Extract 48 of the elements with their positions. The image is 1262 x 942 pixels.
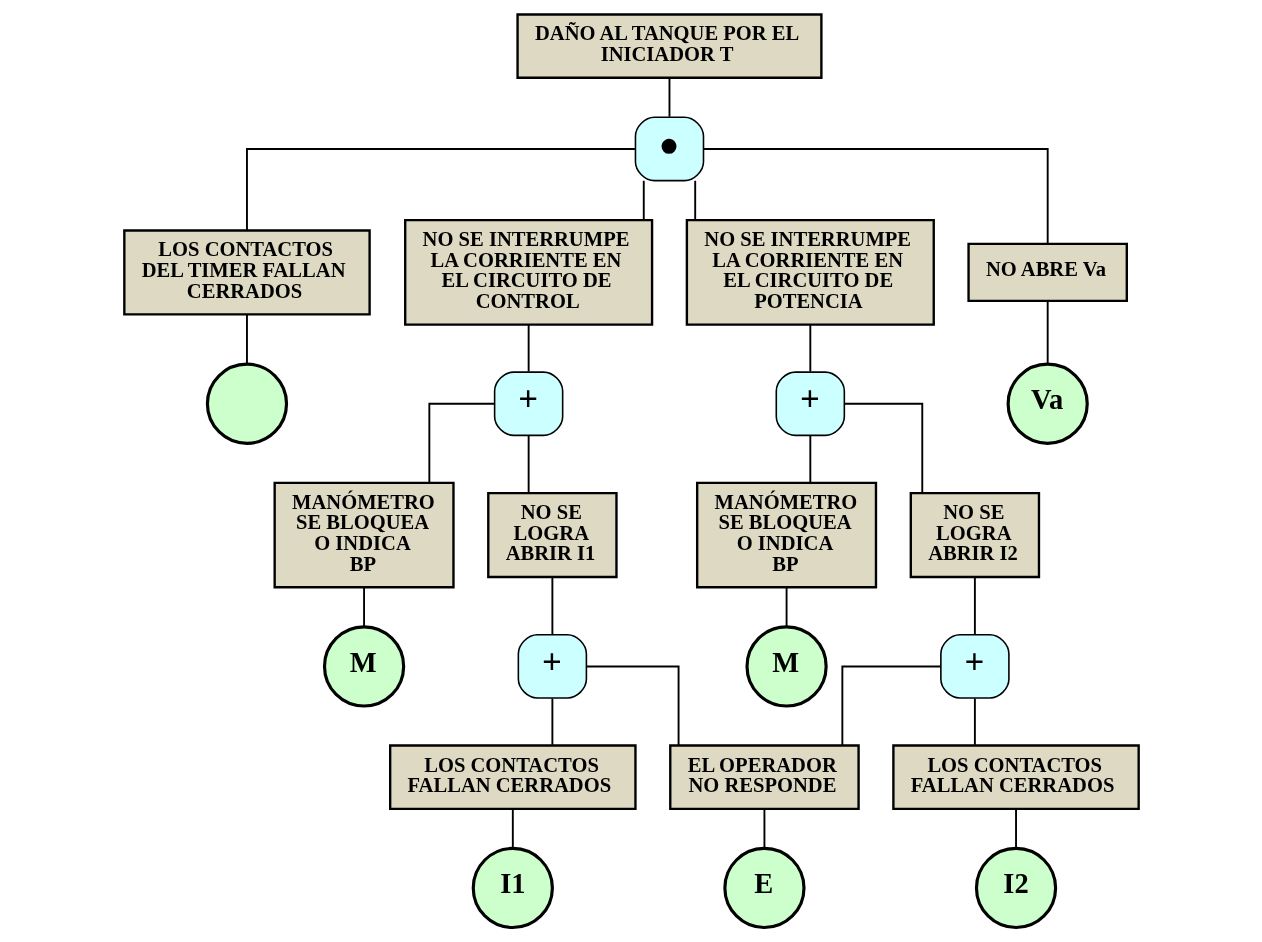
node-circle: Va xyxy=(1006,362,1089,445)
connector xyxy=(808,324,811,373)
connector xyxy=(585,665,680,747)
connector xyxy=(527,324,530,373)
node-box: + xyxy=(517,634,587,699)
connector xyxy=(840,665,942,747)
node-box: NO SE INTERRUMPE LA CORRIENTE EN EL CIRCUITO DE POTENCIA xyxy=(685,219,935,326)
node-box: DAÑO AL TANQUE POR EL INICIADOR T xyxy=(515,13,823,79)
node-box: LOS CONTACTOS FALLAN CERRADOS xyxy=(388,744,637,811)
connector xyxy=(1014,808,1017,850)
node-box: LOS CONTACTOS DEL TIMER FALLAN CERRADOS xyxy=(122,229,371,316)
node-box: NO ABRE Va xyxy=(966,242,1128,303)
connector xyxy=(550,576,553,636)
connector xyxy=(362,586,365,628)
node-box: NO SE LOGRA ABRIR I1 xyxy=(486,491,618,579)
connector xyxy=(702,148,1049,245)
node-circle xyxy=(205,362,288,445)
node-circle: M xyxy=(744,625,828,708)
connector xyxy=(785,586,788,628)
connector xyxy=(973,697,976,746)
connector xyxy=(427,402,495,484)
connector xyxy=(245,148,636,231)
node-box: + xyxy=(775,371,845,437)
connector xyxy=(527,434,530,494)
connector xyxy=(762,808,765,850)
connector xyxy=(511,808,514,850)
connector xyxy=(693,179,696,222)
connector xyxy=(245,313,248,365)
connector xyxy=(808,434,811,484)
node-box: + xyxy=(493,371,563,437)
node-circle: I2 xyxy=(974,846,1057,930)
node-circle: I1 xyxy=(471,846,554,930)
connector xyxy=(642,179,645,222)
node-box: MANÓMETRO SE BLOQUEA O INDICA BP xyxy=(695,481,877,589)
connector xyxy=(668,77,670,118)
node-circle: M xyxy=(322,625,405,708)
node-box: ● xyxy=(634,116,704,182)
node-circle: E xyxy=(722,846,806,930)
connector xyxy=(550,697,553,746)
node-box: + xyxy=(939,634,1010,699)
node-box: NO SE INTERRUMPE LA CORRIENTE EN EL CIRCUITO DE CONTROL xyxy=(403,219,653,326)
node-box: MANÓMETRO SE BLOQUEA O INDICA BP xyxy=(272,481,455,589)
connector xyxy=(1046,299,1049,365)
node-box: NO SE LOGRA ABRIR I2 xyxy=(909,491,1040,579)
node-box: LOS CONTACTOS FALLAN CERRADOS xyxy=(891,744,1140,811)
connector xyxy=(973,576,976,636)
node-box: EL OPERADOR NO RESPONDE xyxy=(668,744,860,811)
connector xyxy=(843,402,923,494)
